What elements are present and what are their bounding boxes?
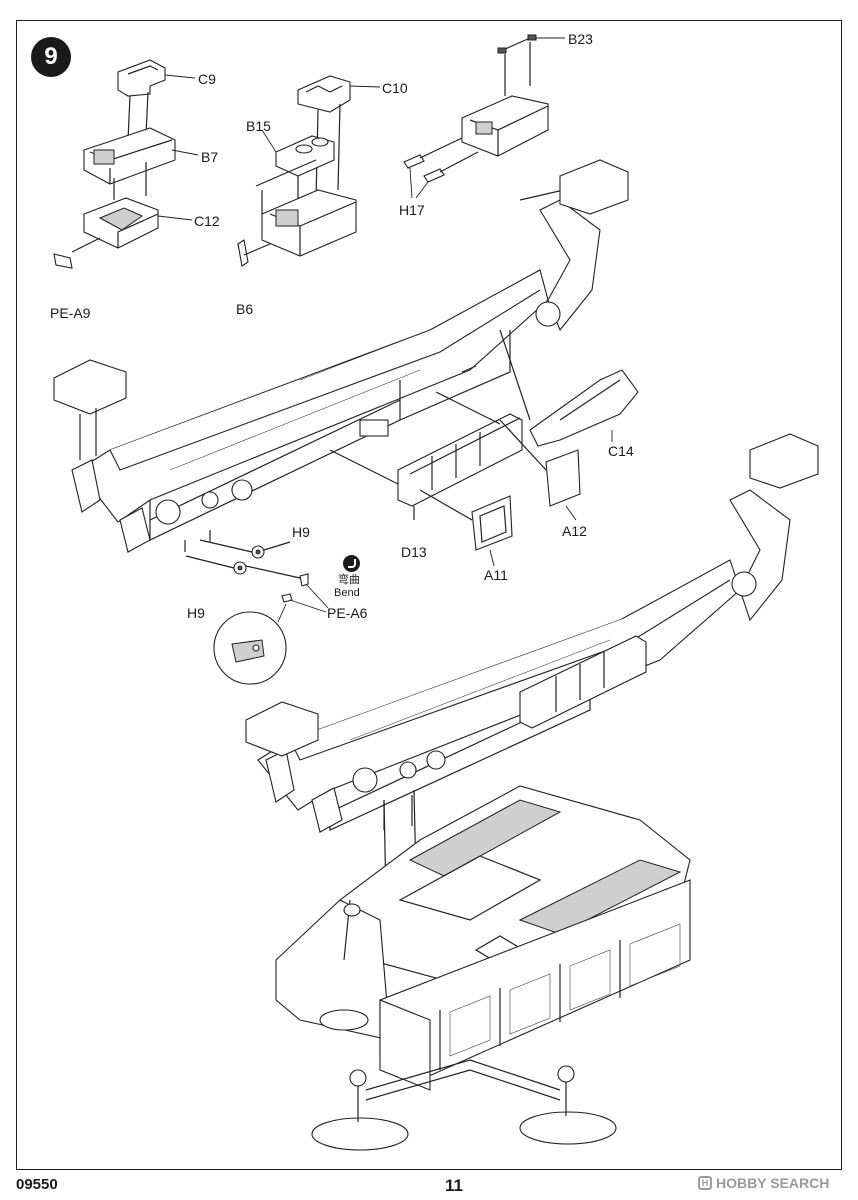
step-number-badge: 9 [31,37,71,77]
part-label-d13: D13 [401,544,427,560]
part-label-b7: B7 [201,149,219,165]
bend-note-en: Bend [334,587,360,599]
part-label-b6: B6 [236,301,254,317]
part-label-c14: C14 [608,443,634,459]
watermark-logo-icon: H [698,1176,712,1190]
part-label-c12: C12 [194,213,220,229]
part-label-a11: A11 [484,567,508,583]
part-label-pe-a6: PE-A6 [327,605,368,621]
subassembly-b23-h17 [403,34,565,199]
part-label-h17: H17 [399,202,425,218]
subassembly-c9-b7-c12 [53,59,199,269]
page-frame [16,20,842,1170]
part-label-c10: C10 [382,80,408,96]
watermark-text: HOBBY SEARCH [716,1175,830,1191]
side-parts [185,329,639,685]
subassembly-c10-b15-b6 [237,75,381,267]
page-number: 11 [445,1176,463,1195]
launcher-arm-lower [245,433,819,901]
part-label-h9-top: H9 [292,524,310,540]
bend-note-zh: 弯曲 [338,574,360,586]
bend-icon [343,555,360,572]
launcher-base [275,785,691,1151]
part-label-a12: A12 [562,523,587,539]
launcher-arm-upper [53,159,629,553]
part-label-b23: B23 [568,31,593,47]
part-label-c9: C9 [198,71,216,87]
model-code: 09550 [16,1176,58,1193]
part-label-b15: B15 [246,118,271,134]
part-label-pe-a9: PE-A9 [50,305,91,321]
watermark: H HOBBY SEARCH [698,1175,829,1191]
part-label-h9-bottom: H9 [187,605,205,621]
